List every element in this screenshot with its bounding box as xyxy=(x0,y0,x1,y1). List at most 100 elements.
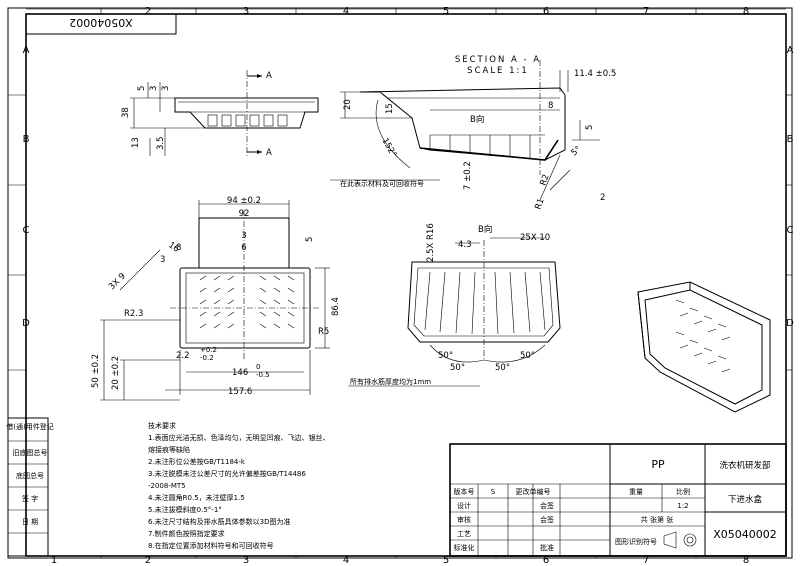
svg-text:重量: 重量 xyxy=(629,488,643,496)
svg-text:A: A xyxy=(787,45,794,56)
drawing-code-text: X05040002 xyxy=(69,16,133,29)
svg-text:5: 5 xyxy=(585,125,595,130)
zone-col-label: 6 xyxy=(543,6,549,17)
svg-text:8: 8 xyxy=(176,243,181,253)
strip-label: 底图总号 xyxy=(16,471,44,480)
svg-text:R5: R5 xyxy=(318,327,329,337)
svg-text:3: 3 xyxy=(160,255,165,265)
svg-text:50°: 50° xyxy=(520,351,535,361)
section-a-a: SECTION A - A SCALE 1:1 11.4 ±0.5 20 15 … xyxy=(330,55,616,211)
svg-text:C: C xyxy=(23,225,30,236)
zone-col-label: 2 xyxy=(145,6,151,17)
svg-text:152°: 152° xyxy=(379,137,398,160)
svg-text:-2008-MT5: -2008-MT5 xyxy=(148,482,186,490)
svg-text:20: 20 xyxy=(343,99,353,110)
svg-text:0: 0 xyxy=(256,363,260,371)
svg-text:B: B xyxy=(787,134,794,145)
svg-text:4.3: 4.3 xyxy=(458,240,472,250)
svg-text:8: 8 xyxy=(743,555,749,566)
svg-text:86.4: 86.4 xyxy=(331,297,341,316)
svg-text:20 ±0.2: 20 ±0.2 xyxy=(111,356,121,390)
svg-text:D: D xyxy=(786,318,794,329)
svg-text:熔接痕等缺陷: 熔接痕等缺陷 xyxy=(148,445,190,454)
tech-title: 技术要求 xyxy=(148,421,176,430)
svg-text:4.未注圆角R0.5，未注壁厚1.5: 4.未注圆角R0.5，未注壁厚1.5 xyxy=(148,493,245,502)
svg-text:图形识别符号: 图形识别符号 xyxy=(615,537,657,546)
svg-text:146: 146 xyxy=(232,368,248,378)
strip-label: 日 期 xyxy=(22,518,38,526)
svg-text:3: 3 xyxy=(243,555,249,566)
dim-11-4: 11.4 ±0.5 xyxy=(574,69,616,79)
svg-text:3X 9: 3X 9 xyxy=(107,271,128,292)
svg-text:8: 8 xyxy=(548,101,553,111)
section-title: SECTION A - A xyxy=(455,55,541,65)
svg-text:3: 3 xyxy=(149,86,159,91)
svg-text:2.5X R16: 2.5X R16 xyxy=(426,223,436,262)
svg-text:8.在指定位置添加材料符号和可回收符号: 8.在指定位置添加材料符号和可回收符号 xyxy=(148,541,274,550)
strip-label: 借(通)用件登记 xyxy=(6,422,53,431)
zone-columns-bottom: 1 2 3 4 5 6 7 8 xyxy=(51,555,749,566)
svg-text:S: S xyxy=(491,488,496,496)
svg-text:5: 5 xyxy=(137,86,147,91)
material-note: 在此表示材料及可回收符号 xyxy=(340,179,424,188)
side-view: A A 5 3 3 38 13 3.5 xyxy=(121,70,319,158)
technical-requirements: 技术要求 1.表面应光洁无损、色泽均匀，无明显凹痕、飞边、银丝、 熔接痕等缺陷 … xyxy=(148,421,330,550)
svg-text:工艺: 工艺 xyxy=(457,530,471,538)
zone-col-label: 5 xyxy=(443,6,449,17)
plan-view: 94 ±0.2 92 3 6 5 8 3X 9 3 R2.3 R5 2.2 +0… xyxy=(91,196,341,401)
svg-text:2.2: 2.2 xyxy=(176,351,190,361)
svg-text:3.5: 3.5 xyxy=(156,136,166,150)
svg-text:92: 92 xyxy=(239,209,250,219)
zone-col-label: 8 xyxy=(743,6,749,17)
svg-text:审核: 审核 xyxy=(457,515,471,524)
svg-text:B: B xyxy=(23,134,30,145)
svg-text:50°: 50° xyxy=(495,363,510,373)
svg-text:50°: 50° xyxy=(438,351,453,361)
section-scale: SCALE 1:1 xyxy=(467,66,529,76)
svg-text:D: D xyxy=(22,318,30,329)
zone-columns-top: 2 3 4 5 6 7 8 xyxy=(26,6,786,17)
part-name: 下进水盒 xyxy=(728,494,763,505)
svg-text:5: 5 xyxy=(305,237,315,242)
svg-text:6: 6 xyxy=(543,555,549,566)
svg-text:7: 7 xyxy=(643,555,649,566)
zone-col-label: 3 xyxy=(243,6,249,17)
strip-label: 旧底图总号 xyxy=(13,448,48,457)
drawing-code-box: X05040002 xyxy=(25,13,177,35)
svg-text:13: 13 xyxy=(131,137,141,148)
svg-text:7.制件颜色按照指定要求: 7.制件颜色按照指定要求 xyxy=(148,529,225,538)
svg-text:比例: 比例 xyxy=(676,487,690,496)
svg-text:R2.3: R2.3 xyxy=(124,309,143,319)
svg-text:94 ±0.2: 94 ±0.2 xyxy=(227,196,261,206)
zone-col-label: 7 xyxy=(643,6,649,17)
zone-col-label: 4 xyxy=(343,6,349,17)
svg-text:会签: 会签 xyxy=(540,501,554,510)
svg-text:批准: 批准 xyxy=(540,543,554,552)
zone-rows: A B C D A B C D xyxy=(8,45,794,371)
title-block: PP 洗衣机研发部 下进水盒 X05040002 版本号 S 更改单编号 设计 … xyxy=(449,443,787,557)
svg-text:157.6: 157.6 xyxy=(228,387,252,397)
svg-text:6: 6 xyxy=(241,243,246,253)
svg-text:5.未注拔模斜度0.5°-1°: 5.未注拔模斜度0.5°-1° xyxy=(148,505,222,514)
b-direction-label: B向 xyxy=(470,114,484,125)
svg-text:-0.2: -0.2 xyxy=(200,354,214,362)
rib-thickness-note: 所有排水筋厚度均为1mm xyxy=(350,377,431,386)
svg-text:5: 5 xyxy=(443,555,449,566)
svg-text:-0.5: -0.5 xyxy=(256,371,270,379)
svg-text:版本号: 版本号 xyxy=(454,487,475,496)
svg-text:R2: R2 xyxy=(538,173,551,187)
inner-frame xyxy=(25,13,787,557)
cut-label-a: A xyxy=(266,148,272,158)
svg-text:标准化: 标准化 xyxy=(454,543,475,552)
material-value: PP xyxy=(651,458,665,471)
svg-text:2: 2 xyxy=(600,193,605,203)
svg-text:+0.2: +0.2 xyxy=(200,346,217,354)
view-b-title: B向 xyxy=(478,224,492,235)
left-record-strip: 借(通)用件登记 旧底图总号 底图总号 签 字 日 期 xyxy=(6,417,54,557)
svg-text:2: 2 xyxy=(145,555,151,566)
svg-text:共 张第 张: 共 张第 张 xyxy=(641,515,673,524)
svg-text:1:2: 1:2 xyxy=(677,502,688,510)
isometric-view xyxy=(637,281,771,413)
svg-text:15: 15 xyxy=(385,103,395,114)
